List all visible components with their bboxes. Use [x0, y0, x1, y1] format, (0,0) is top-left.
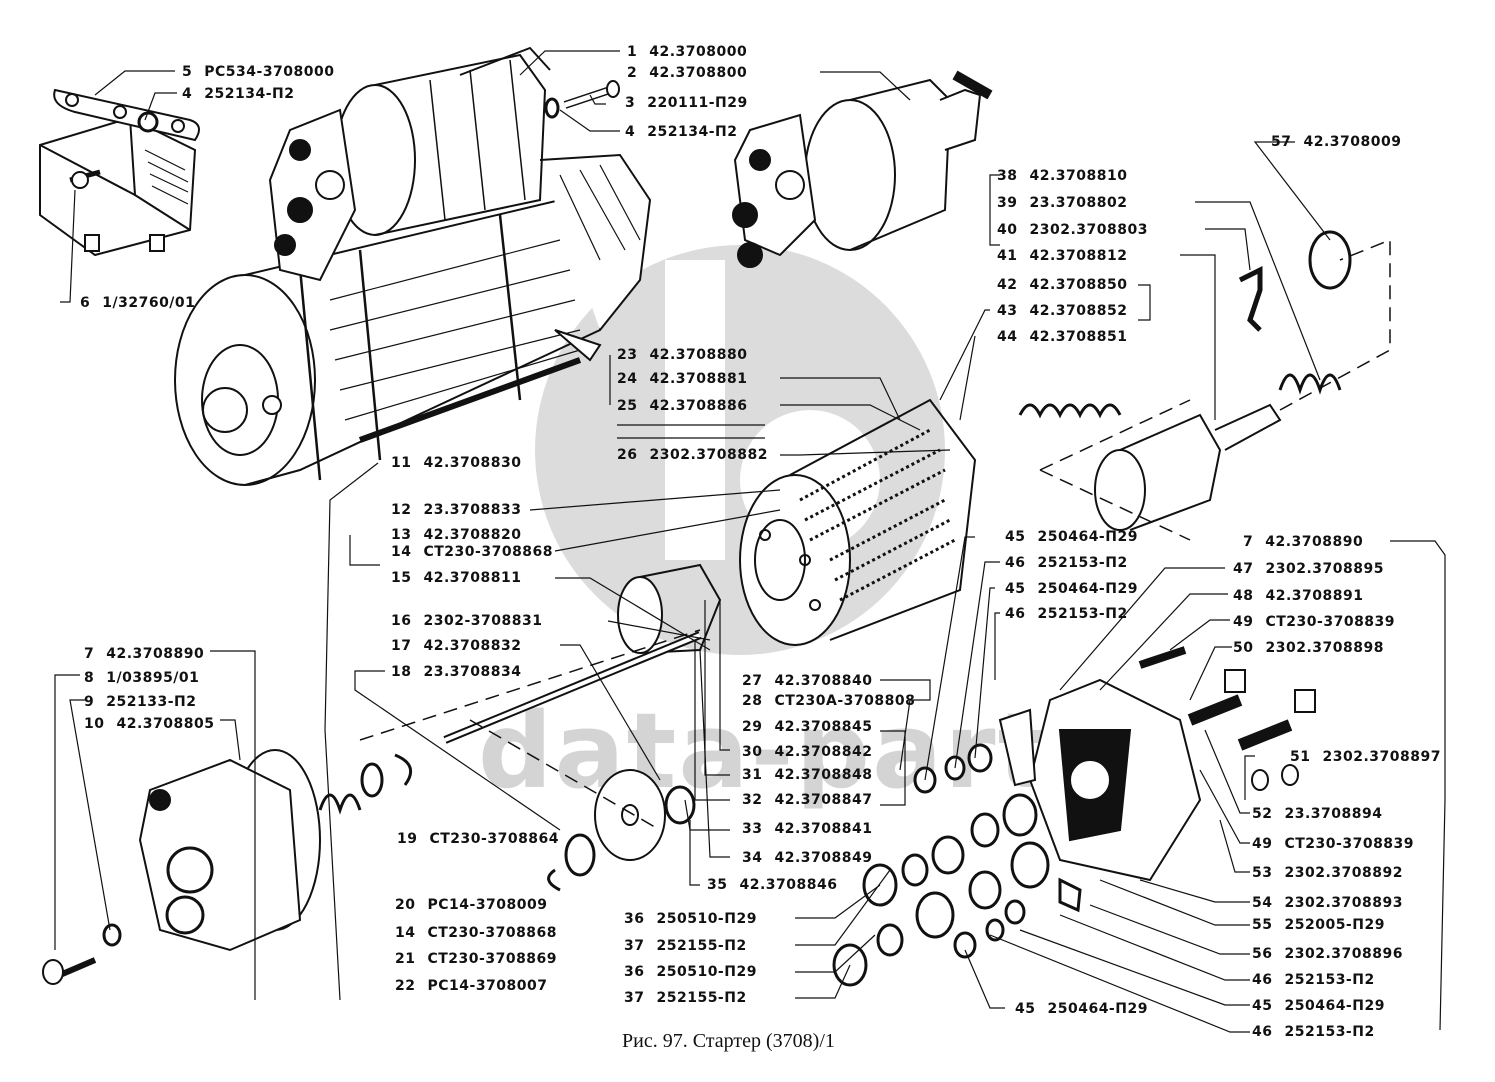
starter-assembly-drawing [174, 46, 652, 486]
leader-lines [54, 50, 1446, 1033]
solenoid-drawing [732, 70, 993, 268]
drive-drawing [359, 563, 722, 892]
watermark-cut [665, 260, 725, 560]
relay-drawing [39, 88, 200, 257]
plunger-drawing [1039, 230, 1391, 541]
figure-caption: Рис. 97. Стартер (3708)/1 [622, 1030, 835, 1052]
watermark-text: data-parts [478, 690, 1114, 812]
end-housing-right-drawing [998, 646, 1316, 882]
end-housing-left-drawing [42, 749, 321, 985]
fasteners-drawing [832, 743, 1082, 987]
springs-drawing [318, 373, 1342, 815]
stator-drawing [739, 398, 977, 646]
